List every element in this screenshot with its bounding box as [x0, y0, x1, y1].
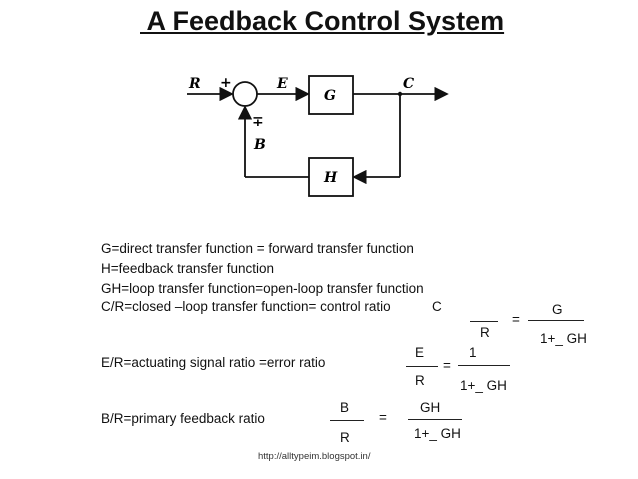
cr-rhs-numerator: G [552, 302, 563, 317]
er-denominator: R [415, 373, 425, 388]
cr-numerator: C [432, 299, 442, 314]
error-label: E [276, 76, 288, 92]
forward-block-label: G [324, 88, 336, 104]
br-right-bar [408, 419, 462, 420]
er-rhs-numerator: 1 [469, 345, 477, 360]
cr-rhs-denominator: 1+_ GH [540, 331, 587, 346]
block-diagram: R + E G C ∓ B H [187, 75, 449, 197]
er-label: E/R=actuating signal ratio =error ratio [101, 355, 326, 370]
summing-junction [232, 81, 258, 107]
er-equals: = [443, 358, 451, 373]
br-label: B/R=primary feedback ratio [101, 411, 265, 426]
feedback-sign: ∓ [252, 114, 264, 130]
cr-left-bar [470, 321, 498, 322]
br-left-bar [330, 420, 364, 421]
feedback-signal-label: B [253, 137, 266, 153]
cr-right-bar [528, 320, 584, 321]
feedback-block-label: H [323, 170, 338, 186]
forward-block-g [308, 75, 354, 115]
br-denominator: R [340, 430, 350, 445]
definition-cr: C/R=closed –loop transfer function= cont… [101, 299, 391, 314]
feedback-block-h [308, 157, 354, 197]
plus-sign: + [220, 75, 232, 91]
er-right-bar [458, 365, 510, 366]
er-left-bar [406, 366, 438, 367]
definition-h: H=feedback transfer function [101, 261, 274, 276]
footer-url: http://alltypeim.blogspot.in/ [258, 451, 371, 462]
br-rhs-denominator: 1+_ GH [414, 426, 461, 441]
input-label: R [188, 76, 201, 92]
definition-gh: GH=loop transfer function=open-loop tran… [101, 281, 424, 296]
cr-denominator: R [480, 325, 490, 340]
br-equals: = [379, 410, 387, 425]
cr-equals: = [512, 312, 520, 327]
er-rhs-denominator: 1+_ GH [460, 378, 507, 393]
definition-g: G=direct transfer function = forward tra… [101, 241, 414, 256]
br-rhs-numerator: GH [420, 400, 441, 415]
br-numerator: B [340, 400, 350, 415]
output-label: C [403, 76, 414, 92]
slide-title: A Feedback Control System [140, 6, 505, 36]
er-numerator: E [415, 345, 425, 360]
